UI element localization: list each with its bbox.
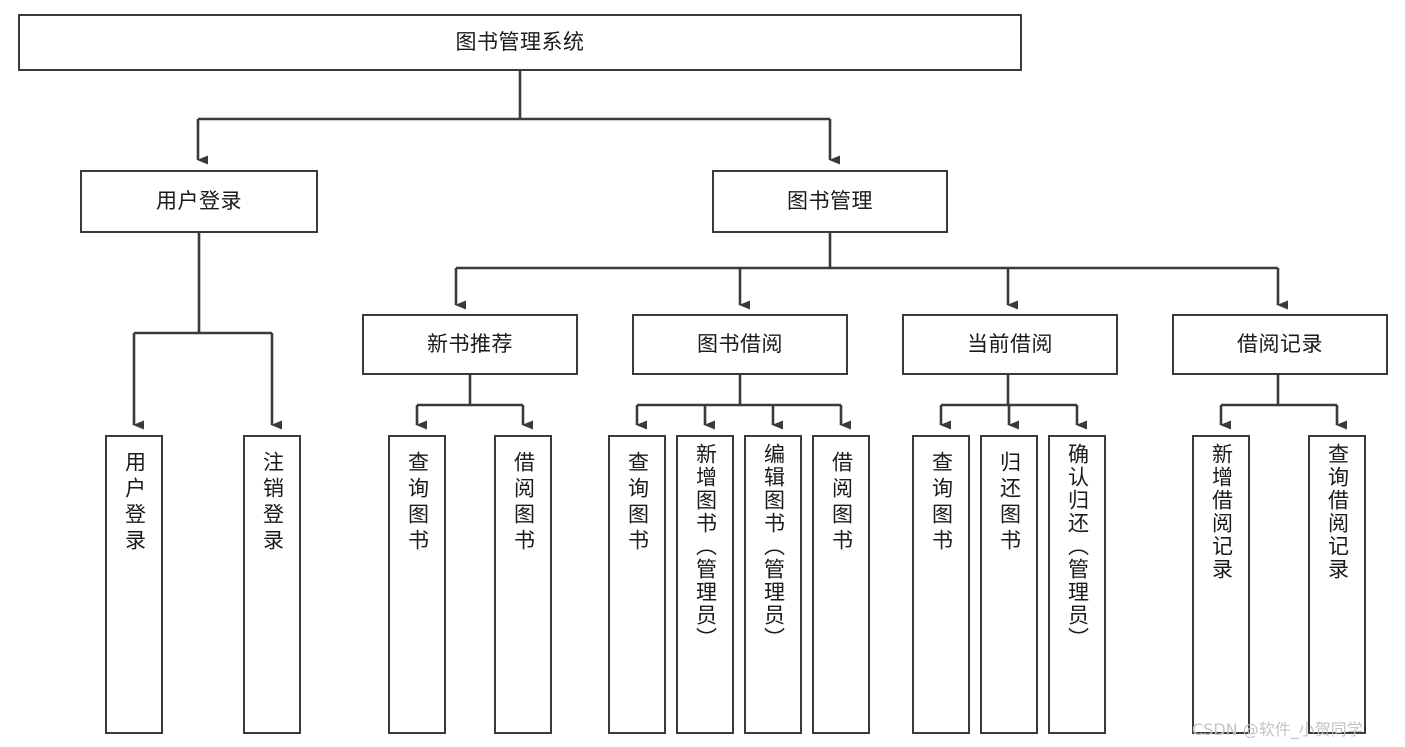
node-leaf-query-book-recommend[interactable]: 查询图书	[388, 435, 446, 734]
node-leaf-query-book-recommend-label: 查询图书	[405, 451, 430, 555]
node-leaf-query-book-current-label: 查询图书	[929, 451, 954, 555]
node-leaf-return-book[interactable]: 归还图书	[980, 435, 1038, 734]
node-current-borrow-label: 当前借阅	[967, 331, 1053, 356]
node-borrow-record-label: 借阅记录	[1237, 331, 1323, 356]
node-leaf-edit-book-admin-label: 编辑图书（管理员）	[761, 443, 786, 650]
node-leaf-query-book-borrow[interactable]: 查询图书	[608, 435, 666, 734]
node-leaf-logout-label: 注销登录	[260, 451, 285, 555]
node-leaf-edit-book-admin[interactable]: 编辑图书（管理员）	[744, 435, 802, 734]
node-leaf-add-borrow-record-label: 新增借阅记录	[1209, 443, 1234, 581]
node-leaf-logout[interactable]: 注销登录	[243, 435, 301, 734]
node-user-login-label: 用户登录	[156, 188, 242, 213]
node-leaf-add-book-admin-label: 新增图书（管理员）	[693, 443, 718, 650]
node-book-borrow-label: 图书借阅	[697, 331, 783, 356]
node-leaf-user-login[interactable]: 用户登录	[105, 435, 163, 734]
node-leaf-query-borrow-record[interactable]: 查询借阅记录	[1308, 435, 1366, 734]
node-leaf-confirm-return-admin-label: 确认归还（管理员）	[1065, 443, 1090, 650]
node-leaf-borrow-book[interactable]: 借阅图书	[812, 435, 870, 734]
node-leaf-return-book-label: 归还图书	[997, 451, 1022, 555]
node-leaf-add-book-admin[interactable]: 新增图书（管理员）	[676, 435, 734, 734]
node-leaf-borrow-book-recommend-label: 借阅图书	[511, 451, 536, 555]
node-new-book-recommend[interactable]: 新书推荐	[362, 314, 578, 375]
watermark-csdn: CSDN @软件_小贺同学	[1192, 720, 1363, 739]
node-book-management[interactable]: 图书管理	[712, 170, 948, 233]
node-leaf-borrow-book-recommend[interactable]: 借阅图书	[494, 435, 552, 734]
node-leaf-confirm-return-admin[interactable]: 确认归还（管理员）	[1048, 435, 1106, 734]
node-leaf-borrow-book-label: 借阅图书	[829, 451, 854, 555]
node-root-system[interactable]: 图书管理系统	[18, 14, 1022, 71]
node-leaf-query-book-borrow-label: 查询图书	[625, 451, 650, 555]
node-leaf-query-borrow-record-label: 查询借阅记录	[1325, 443, 1350, 581]
node-leaf-query-book-current[interactable]: 查询图书	[912, 435, 970, 734]
node-borrow-record[interactable]: 借阅记录	[1172, 314, 1388, 375]
node-user-login[interactable]: 用户登录	[80, 170, 318, 233]
node-current-borrow[interactable]: 当前借阅	[902, 314, 1118, 375]
node-book-management-label: 图书管理	[787, 188, 873, 213]
node-book-borrow[interactable]: 图书借阅	[632, 314, 848, 375]
node-root-system-label: 图书管理系统	[455, 29, 585, 54]
node-leaf-user-login-label: 用户登录	[122, 451, 147, 555]
node-leaf-add-borrow-record[interactable]: 新增借阅记录	[1192, 435, 1250, 734]
node-new-book-recommend-label: 新书推荐	[427, 331, 513, 356]
